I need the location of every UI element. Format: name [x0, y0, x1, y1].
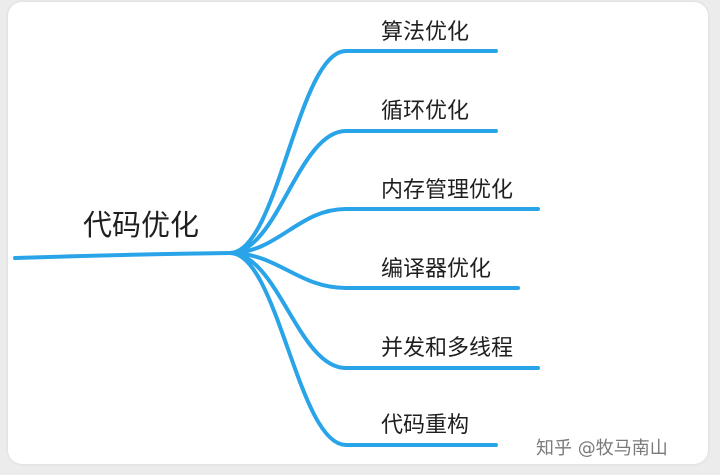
branch-line-2	[228, 129, 498, 255]
branch-label-5: 并发和多线程	[381, 336, 513, 361]
branch-label-4: 编译器优化	[381, 257, 491, 282]
branch-line-4	[228, 251, 520, 290]
branch-line-1	[228, 49, 498, 255]
root-node-label: 代码优化	[83, 208, 199, 242]
watermark-text: 知乎 @牧马南山	[536, 438, 668, 459]
mindmap-card: 代码优化 算法优化 循环优化 内存管理优化 编译器优化 并发和多线程 代码重构 …	[8, 2, 708, 464]
branch-label-6: 代码重构	[381, 413, 469, 438]
root-connector-line	[13, 251, 232, 260]
branch-label-1: 算法优化	[381, 20, 469, 45]
branch-line-3	[228, 207, 540, 255]
branch-line-6	[228, 251, 498, 447]
branch-label-3: 内存管理优化	[381, 178, 513, 203]
mindmap-diagram: 代码优化 算法优化 循环优化 内存管理优化 编译器优化 并发和多线程 代码重构 …	[13, 20, 668, 459]
branch-label-2: 循环优化	[381, 99, 469, 124]
branch-line-5	[228, 251, 540, 370]
